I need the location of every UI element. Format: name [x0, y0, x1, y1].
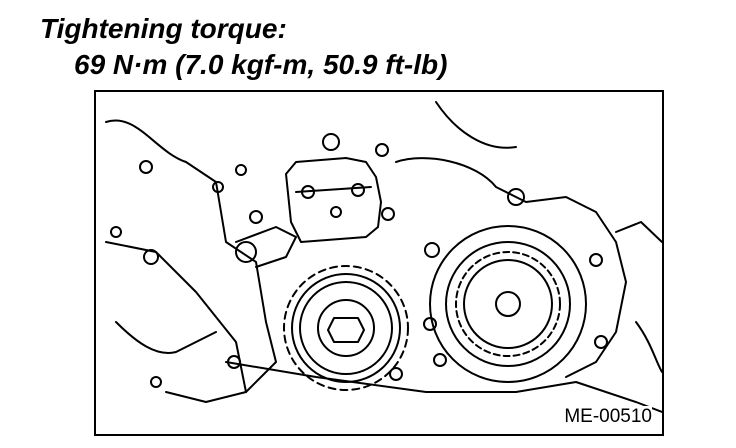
right-casting-lower: [635, 321, 662, 373]
upper-right-housing: [395, 157, 627, 378]
crank-sprocket: [283, 265, 409, 391]
crank-bolt-hex: [327, 317, 365, 343]
pump-sprocket: [429, 225, 587, 383]
engine-illustration: [105, 101, 662, 413]
upper-curve: [435, 101, 517, 149]
bottom-edge: [225, 361, 662, 413]
tensioner-rib: [295, 186, 372, 193]
torque-heading: Tightening torque:: [40, 13, 287, 44]
figure-code: ME-00510: [564, 406, 652, 428]
housing-bolts: [110, 133, 608, 388]
lower-casting-line: [115, 321, 217, 354]
tensioner-arm: [235, 226, 297, 268]
figure-frame: ME-00510: [94, 90, 664, 436]
housing-edge: [105, 241, 247, 393]
tensioner-body: [285, 157, 382, 243]
torque-spec: 69 N·m (7.0 kgf-m, 50.9 ft-lb): [74, 49, 448, 80]
right-casting: [615, 221, 662, 243]
housing-left-outline: [105, 119, 277, 403]
